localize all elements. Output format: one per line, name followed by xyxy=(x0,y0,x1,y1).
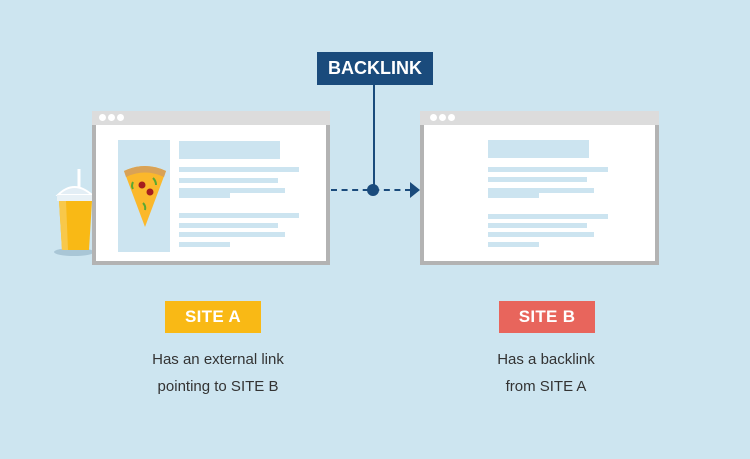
text-line xyxy=(488,193,539,198)
site-a-badge: SITE A xyxy=(165,301,261,333)
text-line xyxy=(179,193,230,198)
site-b-window xyxy=(420,125,659,265)
text-line xyxy=(179,188,285,193)
backlink-label: BACKLINK xyxy=(317,52,433,85)
site-b-titlebar xyxy=(420,111,659,125)
site-b-caption-line2: from SITE A xyxy=(505,378,587,395)
browser-dot xyxy=(108,114,115,121)
site-a-caption-line2: pointing to SITE B xyxy=(157,378,279,395)
site-a-caption: Has an external link pointing to SITE B xyxy=(100,346,336,400)
text-line xyxy=(179,167,299,172)
site-b-caption-line1: Has a backlink xyxy=(497,351,595,368)
heading-placeholder xyxy=(488,140,589,158)
text-line xyxy=(488,223,587,228)
text-line xyxy=(179,232,285,237)
text-line xyxy=(488,177,587,182)
text-line xyxy=(488,167,608,172)
site-b-caption: Has a backlink from SITE A xyxy=(428,346,664,400)
site-a-window xyxy=(92,125,330,265)
juice-cup-icon xyxy=(54,169,95,256)
browser-dots-icon xyxy=(430,114,437,121)
backlink-connector-line xyxy=(373,85,375,189)
heading-placeholder xyxy=(179,141,280,159)
text-line xyxy=(488,188,594,193)
browser-dots-icon xyxy=(99,114,106,121)
text-line xyxy=(179,223,278,228)
text-line xyxy=(488,242,539,247)
text-line xyxy=(488,214,608,219)
browser-dot xyxy=(448,114,455,121)
site-b-badge: SITE B xyxy=(499,301,595,333)
text-line xyxy=(179,242,230,247)
text-line xyxy=(179,178,278,183)
arrow-right-icon xyxy=(410,182,420,198)
text-line xyxy=(179,213,299,218)
site-a-caption-line1: Has an external link xyxy=(152,351,284,368)
browser-dot xyxy=(439,114,446,121)
browser-dot xyxy=(117,114,124,121)
text-line xyxy=(488,232,594,237)
pizza-slice-icon xyxy=(124,166,166,227)
site-a-titlebar xyxy=(92,111,330,125)
link-node-dot xyxy=(367,184,379,196)
